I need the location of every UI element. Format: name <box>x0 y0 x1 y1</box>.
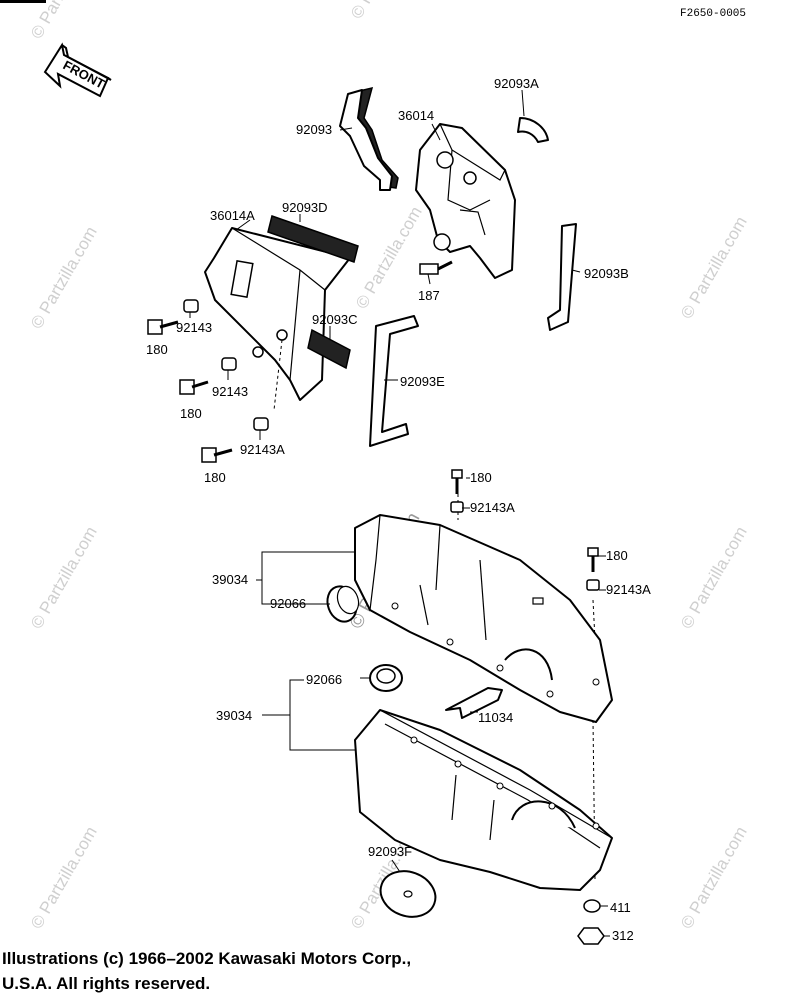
watermark: © Partzilla.com <box>27 223 101 332</box>
washer-92143A-icon <box>450 501 464 513</box>
washer-92143A-icon <box>253 417 269 431</box>
grommet-92066-icon <box>369 664 403 692</box>
part-label: 36014A <box>210 208 255 223</box>
bracket-11034 <box>445 687 503 719</box>
part-label: 92143A <box>606 582 651 597</box>
washer-411-icon <box>583 899 601 913</box>
watermark: © Partzilla.com <box>347 0 421 22</box>
part-labels: 92093 36014 92093A 36014A 92093D 92093B … <box>146 76 651 943</box>
lower-case-39034 <box>354 709 613 891</box>
part-label: 39034 <box>216 708 252 723</box>
part-label: 180 <box>606 548 628 563</box>
part-label: 92093D <box>282 200 328 215</box>
seal-strip-92093B <box>547 223 577 331</box>
watermark: © Partzilla.com <box>27 523 101 632</box>
part-label: 92093 <box>296 122 332 137</box>
watermark: © Partzilla.com <box>27 0 101 42</box>
part-label: 92093A <box>494 76 539 91</box>
part-label: 92066 <box>306 672 342 687</box>
bolt-180-icon <box>587 547 599 572</box>
part-label: 187 <box>418 288 440 303</box>
seal-strip-92093E <box>369 315 419 447</box>
nut-312-icon <box>577 927 605 945</box>
part-label: 39034 <box>212 572 248 587</box>
reference-code: F2650-0005 <box>680 8 746 20</box>
bolt-180-icon <box>451 469 463 494</box>
part-label: 92066 <box>270 596 306 611</box>
part-label: 411 <box>610 900 631 915</box>
bolt-187-icon <box>419 260 453 275</box>
part-label: 92143A <box>470 500 515 515</box>
bolt-180-icon <box>179 379 209 395</box>
seal-strip-92093C <box>307 328 351 370</box>
watermark: © Partzilla.com <box>352 203 426 312</box>
part-label: 312 <box>612 928 634 943</box>
side-cover-36014A <box>204 227 351 401</box>
grommet-92066-icon <box>326 585 360 623</box>
part-label: 180 <box>146 342 168 357</box>
watermark: © Partzilla.com <box>677 523 751 632</box>
upper-case-39034 <box>354 514 613 723</box>
part-label: 92093C <box>312 312 358 327</box>
leader-lines <box>189 89 610 937</box>
bolt-180-icon <box>201 447 233 463</box>
part-label: 92143A <box>240 442 285 457</box>
bolt-180-icon <box>147 319 179 335</box>
washer-92143-icon <box>183 299 199 313</box>
part-label: 92093E <box>400 374 445 389</box>
washer-92143A-icon <box>586 579 600 591</box>
watermark: © Partzilla.com <box>677 823 751 932</box>
watermark: © Partzilla.com <box>27 823 101 932</box>
bracket-cover-36014 <box>415 123 516 279</box>
washer-92143-icon <box>221 357 237 371</box>
part-label: 180 <box>470 470 492 485</box>
part-label: 180 <box>180 406 202 421</box>
corner-mark <box>0 0 46 3</box>
rubber-strip-92093-face <box>339 89 393 191</box>
watermark: © Partzilla.com <box>677 213 751 322</box>
part-label: 180 <box>204 470 226 485</box>
copyright-notice: Illustrations (c) 1966–2002 Kawasaki Mot… <box>2 949 412 993</box>
part-label: 11034 <box>478 710 513 725</box>
part-label: 92093F <box>368 844 412 859</box>
round-seal-92093F <box>379 870 437 918</box>
part-label: 92143 <box>212 384 248 399</box>
front-arrow-icon: FRONT <box>43 42 112 98</box>
seal-strip-92093D <box>267 215 359 263</box>
part-label: 92093B <box>584 266 629 281</box>
part-label: 36014 <box>398 108 434 123</box>
part-label: 92143 <box>176 320 212 335</box>
crescent-seal-92093A <box>517 117 549 143</box>
